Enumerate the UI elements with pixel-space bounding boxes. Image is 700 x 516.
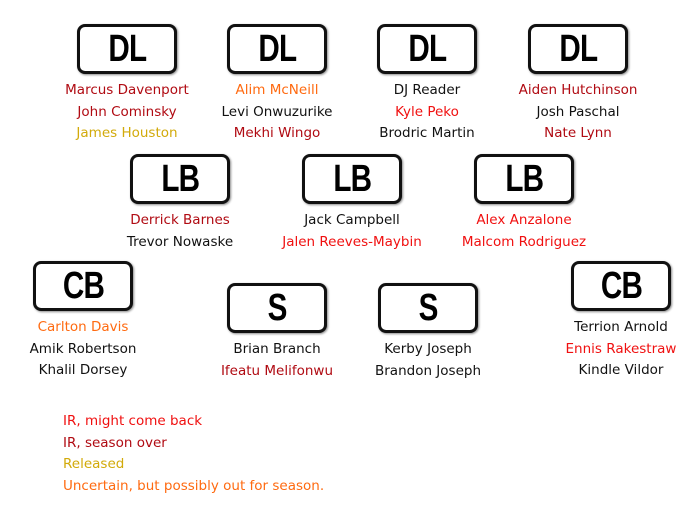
legend-item: Uncertain, but possibly out for season. [63,478,325,495]
player-name: Marcus Davenport [65,82,189,98]
position-badge: LB [474,154,574,204]
player-name: Ifeatu Melifonwu [220,362,334,379]
position-badge: CB [571,261,671,311]
position-badge: LB [302,154,402,204]
player-name: Jalen Reeves-Maybin [282,233,422,250]
player-name: Alim McNeill [235,82,319,98]
legend-item: Released [63,456,125,473]
position-label: DL [108,27,147,70]
legend-item: IR, might come back [63,413,203,429]
player-name: John Cominsky [77,103,177,120]
player-name: Levi Onwuzurike [221,103,333,120]
player-name: Alex Anzalone [476,212,572,228]
position-badge: CB [33,261,133,311]
position-label: CB [600,264,642,307]
position-badge: S [378,283,478,333]
player-name: Aiden Hutchinson [518,82,638,98]
position-label: LB [161,157,200,200]
player-name: Terrion Arnold [574,319,668,335]
player-name: Ennis Rakestraw [565,340,677,357]
player-name: Malcom Rodriguez [461,233,587,250]
player-name: James Houston [76,125,178,142]
player-name: Kerby Joseph [384,341,472,357]
position-label: LB [505,157,544,200]
player-name: Brian Branch [233,341,321,357]
position-badge: DL [377,24,477,74]
player-name: Jack Campbell [304,212,400,228]
position-label: CB [62,264,104,307]
position-label: S [267,286,287,329]
player-name: Kindle Vildor [578,362,664,379]
player-name: Josh Paschal [536,103,620,120]
position-label: S [418,286,438,329]
player-name: Kyle Peko [395,103,459,120]
player-name: Carlton Davis [37,319,129,335]
position-badge: DL [528,24,628,74]
player-name: Brodric Martin [379,125,475,142]
player-name: Brandon Joseph [374,362,482,379]
position-badge: DL [227,24,327,74]
player-name: Derrick Barnes [130,212,230,228]
player-name: Trevor Nowaske [126,233,234,250]
player-name: Khalil Dorsey [38,362,128,379]
position-badge: LB [130,154,230,204]
position-badge: S [227,283,327,333]
player-name: DJ Reader [393,82,461,98]
player-name: Amik Robertson [29,340,137,357]
player-name: Nate Lynn [544,125,612,142]
position-label: DL [408,27,447,70]
position-badge: DL [77,24,177,74]
player-name: Mekhi Wingo [233,125,321,142]
position-label: LB [333,157,372,200]
legend-item: IR, season over [63,434,167,451]
position-label: DL [559,27,598,70]
position-label: DL [258,27,297,70]
